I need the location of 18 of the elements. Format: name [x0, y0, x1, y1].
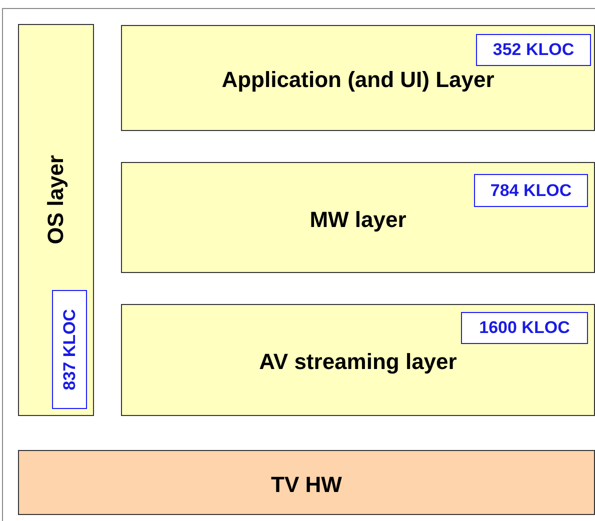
kloc-count: 352 KLOC [492, 39, 574, 61]
kloc-badge [474, 174, 588, 207]
layer-label: TV HW [271, 470, 342, 498]
layer-label: OS layer [42, 155, 70, 244]
kloc-badge [476, 34, 591, 66]
kloc-badge [461, 312, 588, 344]
layer-box [121, 162, 595, 273]
kloc-badge [52, 290, 87, 409]
layer-label: MW layer [310, 206, 406, 234]
kloc-count: 784 KLOC [490, 180, 572, 202]
kloc-count: 837 KLOC [58, 308, 80, 390]
layer-label: Application (and UI) Layer [222, 66, 494, 94]
layer-label: AV streaming layer [259, 348, 457, 376]
layer-box [121, 304, 595, 416]
layer-box [18, 24, 94, 416]
layer-box [121, 25, 595, 131]
hardware-box [18, 450, 595, 515]
kloc-count: 1600 KLOC [479, 317, 570, 339]
